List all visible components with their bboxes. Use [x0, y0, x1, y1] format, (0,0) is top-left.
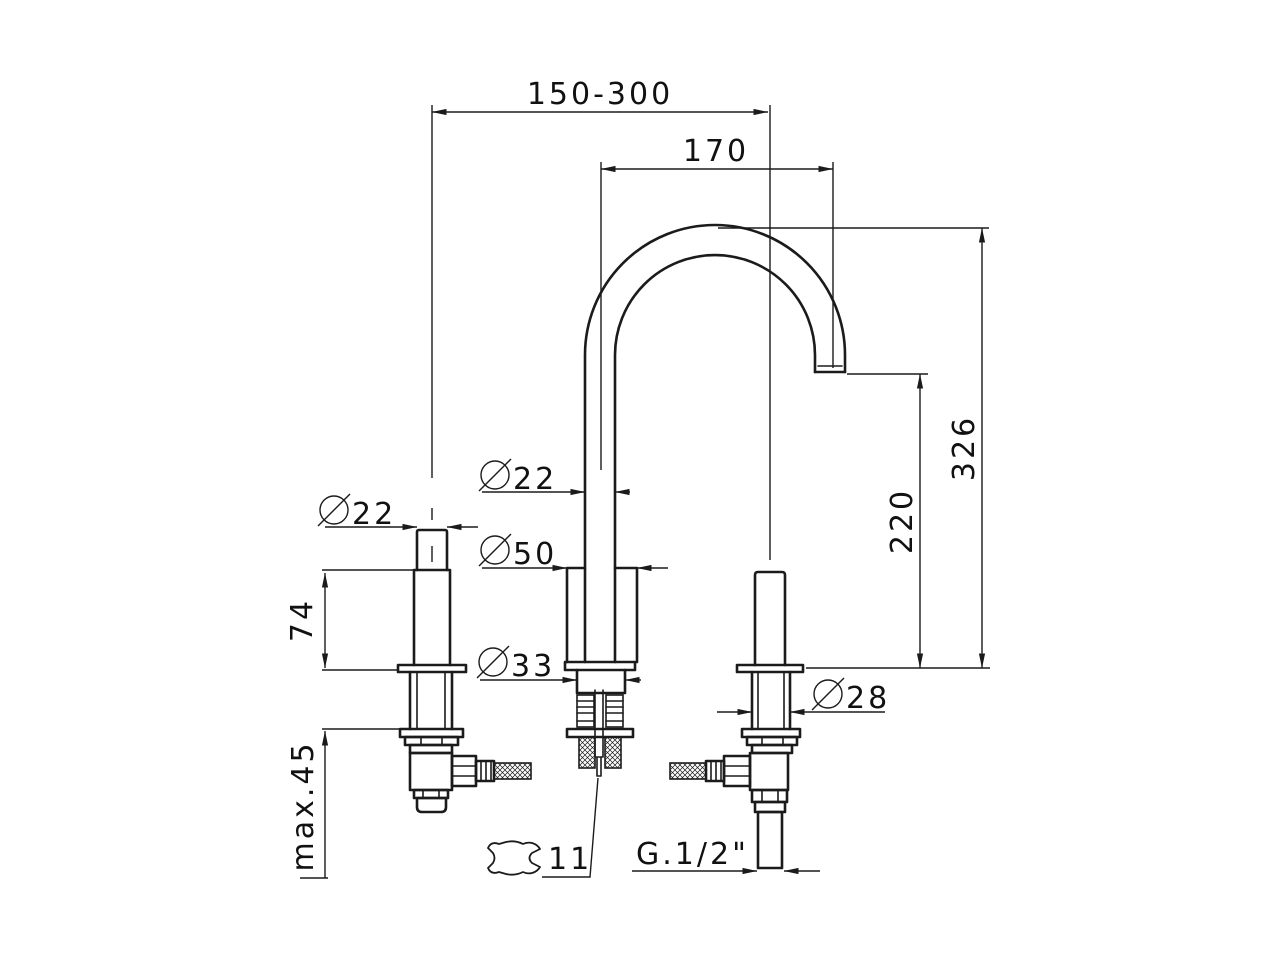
spout-hose-left: [578, 736, 596, 769]
right-handle-nipple-ribs: [710, 760, 722, 782]
diameter-symbol-icon: [813, 679, 843, 709]
left-handle-hex-facets: [451, 765, 477, 777]
dim-base-lower-diameter: 33: [476, 645, 641, 684]
dim-inlet-thread: G.1/2": [632, 837, 820, 875]
right-handle-braided-hose: [669, 762, 707, 780]
spout-inner-profile: [613, 253, 817, 664]
spout-base-lower: [575, 668, 627, 695]
wrench-icon: [487, 840, 541, 876]
left-handle-fitting-facets: [422, 789, 440, 799]
left-handle-body: [412, 568, 452, 667]
right-handle-flange: [735, 663, 805, 674]
right-handle-shank: [750, 670, 792, 731]
right-handle-bottom-fitting: [750, 788, 789, 804]
dim-base-diameter-label: 50: [513, 537, 557, 572]
dim-center-distance-label: 150-300: [527, 77, 673, 112]
spout-threaded-stud: [594, 689, 604, 777]
wrench-callout: 11: [487, 777, 599, 878]
right-handle-inlet-tube: [756, 810, 784, 870]
spout-outer-profile: [583, 223, 847, 664]
spout-hose-right: [604, 736, 622, 769]
diameter-symbol-icon: [480, 460, 510, 490]
right-handle-hex-facets: [723, 765, 751, 777]
left-handle-flange: [396, 663, 468, 674]
dim-inlet-thread-label: G.1/2": [636, 837, 749, 872]
spout-mounting-washer: [565, 727, 635, 739]
left-handle-hose-hex: [450, 754, 478, 788]
spout: [563, 223, 847, 777]
dim-base-lower-diameter-label: 33: [511, 649, 555, 684]
dim-spout-diameter-label: 22: [513, 462, 557, 497]
spout-base-flange: [563, 660, 637, 672]
spout-cartridges: [576, 689, 624, 777]
dim-base-diameter: 50: [478, 533, 668, 572]
diameter-symbol-icon: [478, 647, 508, 677]
right-handle-hose-hex: [722, 754, 752, 788]
right-handle-valve-body: [748, 751, 790, 792]
left-handle-nut-facets: [420, 736, 443, 746]
dim-wrench-size-label: 11: [548, 842, 592, 877]
dim-spout-diameter: 22: [478, 458, 630, 497]
left-handle-knob: [415, 528, 449, 572]
diameter-symbol-icon: [319, 495, 349, 525]
left-handle-bottom-cap: [415, 796, 448, 814]
left-handle-shank: [408, 670, 454, 731]
dim-handle-diameter-label: 22: [352, 497, 396, 532]
dim-overall-height-label: 326: [947, 415, 982, 481]
left-handle-valve-body: [408, 751, 454, 792]
left-handle-shank-inner: [416, 671, 446, 730]
right-handle-shank-inner: [757, 671, 785, 730]
leader-line-wrench: [542, 777, 599, 878]
right-handle-inlet-ring: [753, 800, 787, 814]
spout-base-body: [565, 566, 639, 664]
right-handle-fitting-facets: [761, 789, 779, 803]
left-handle-braided-hose: [493, 762, 532, 780]
right-handle: [669, 570, 805, 870]
dim-handle-shank-diameter-label: 28: [846, 681, 890, 716]
dim-handle-shank-diameter: 28: [717, 677, 890, 716]
dim-handle-height-label: 74: [285, 598, 320, 642]
dim-spout-reach-label: 170: [683, 134, 749, 169]
dim-handle-diameter: 22: [317, 493, 478, 532]
dim-outlet-height-label: 220: [885, 488, 920, 554]
left-handle: [396, 528, 532, 814]
dim-max-deck-thickness-label: max.45: [286, 740, 321, 871]
right-handle-body: [753, 570, 787, 667]
diameter-symbol-icon: [480, 535, 510, 565]
left-handle-nipple-ribs: [480, 760, 492, 782]
right-handle-nut-facets: [761, 736, 784, 746]
dimension-annotations: 150-300 170 326 220 22 22: [285, 77, 990, 879]
